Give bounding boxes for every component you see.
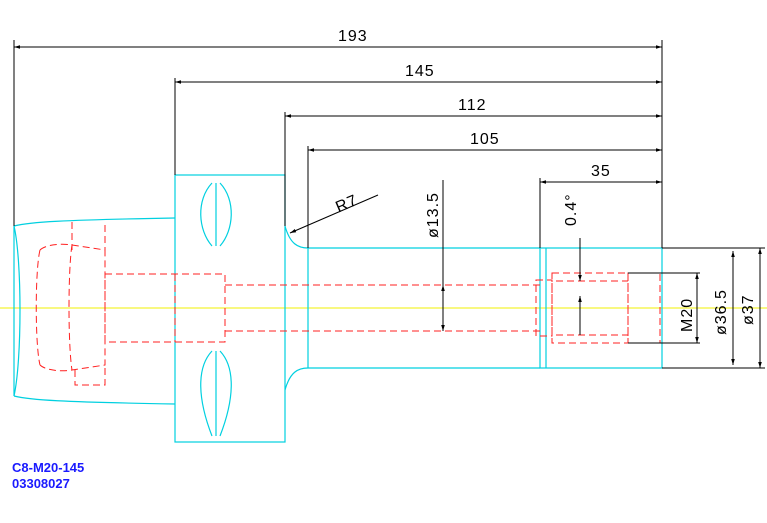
dim-diameter-36-5: ø36.5 <box>713 289 730 335</box>
dim-193: 193 <box>338 28 368 45</box>
dim-105: 105 <box>470 131 500 148</box>
dimension-lines <box>13 40 765 369</box>
hidden-lines <box>35 222 661 386</box>
part-number: 03308027 <box>12 476 70 491</box>
dim-112: 112 <box>458 97 487 114</box>
dim-thread: M20 <box>679 298 696 332</box>
dim-r7: R7 <box>333 192 360 216</box>
dim-bore-diameter: ø13.5 <box>425 192 442 238</box>
dim-35: 35 <box>591 163 611 180</box>
part-code: C8-M20-145 <box>12 460 85 475</box>
leader-r7 <box>289 194 379 234</box>
dim-diameter-37: ø37 <box>740 294 757 325</box>
dim-angle: 0.4° <box>563 193 580 226</box>
dim-145: 145 <box>405 63 435 80</box>
